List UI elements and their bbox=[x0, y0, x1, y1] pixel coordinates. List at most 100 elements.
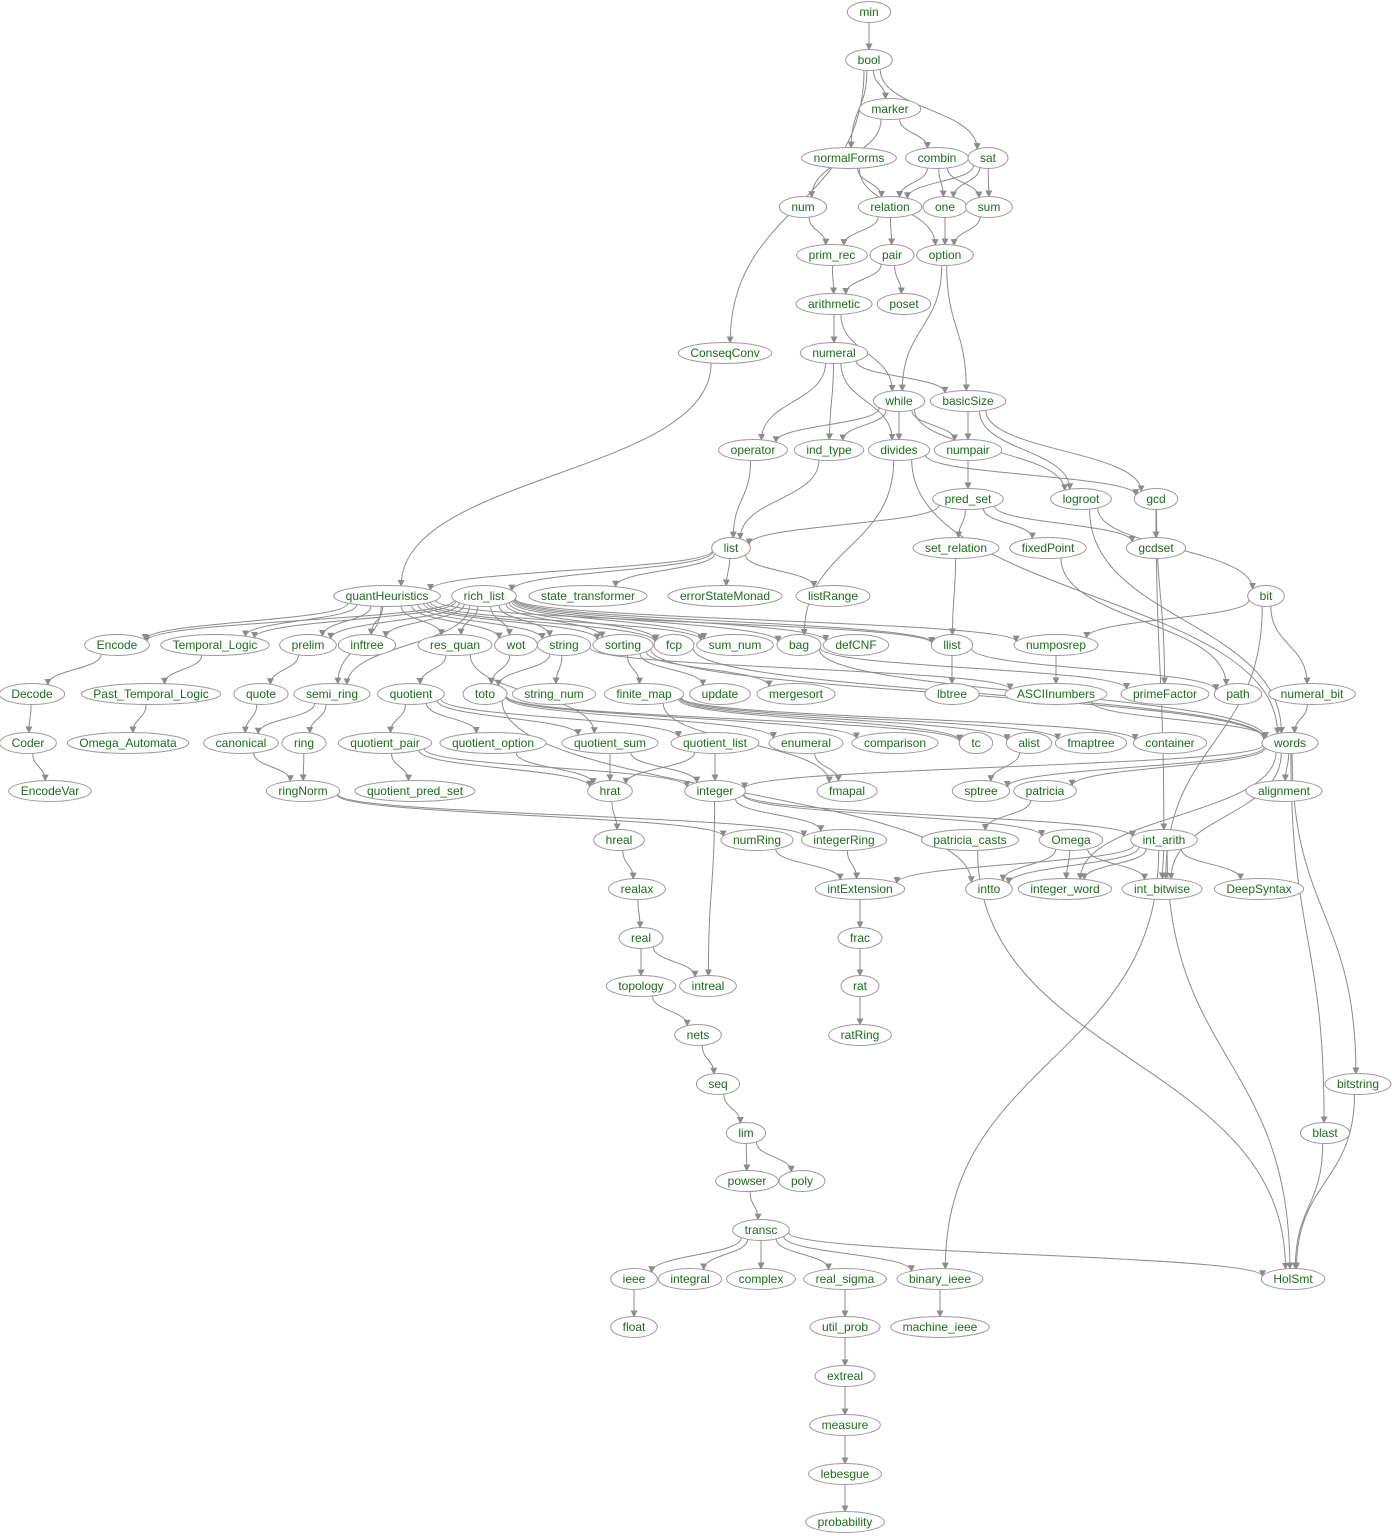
node-ellipse bbox=[528, 585, 648, 607]
edge-Temporal_Logic-Past_Temporal_Logic bbox=[161, 655, 203, 685]
node-ellipse bbox=[778, 196, 828, 218]
edge-bool-marker bbox=[872, 70, 889, 100]
edge-rich_list-res_quan bbox=[457, 606, 479, 636]
edge-numeral-operator bbox=[758, 363, 826, 441]
edge-ring-ringNorm bbox=[299, 753, 307, 782]
edge-quotient_list-hrat bbox=[622, 752, 696, 785]
node-ellipse bbox=[417, 634, 493, 656]
edge-pair-poset bbox=[894, 265, 905, 295]
node-label: numRing bbox=[733, 833, 781, 847]
node-ellipse bbox=[933, 439, 1003, 461]
node-ellipse bbox=[756, 683, 836, 705]
edge-list-errorStateMonad bbox=[722, 558, 731, 587]
node-ellipse bbox=[80, 683, 222, 705]
node-ellipse bbox=[1125, 537, 1187, 559]
node-label: path bbox=[1226, 687, 1249, 701]
edge-realax-real bbox=[636, 899, 644, 929]
node-ellipse bbox=[890, 1316, 990, 1338]
node-option: option bbox=[916, 244, 974, 266]
edge-sat-relation bbox=[904, 165, 974, 200]
node-ellipse bbox=[462, 683, 508, 705]
node-label: gcd bbox=[1146, 492, 1165, 506]
node-label: nets bbox=[687, 1028, 710, 1042]
node-label: words bbox=[1273, 736, 1306, 750]
node-complex: complex bbox=[726, 1268, 796, 1290]
edge-sum-option bbox=[950, 216, 981, 247]
node-ellipse bbox=[1261, 732, 1319, 754]
node-ellipse bbox=[1017, 878, 1113, 900]
node-label: lim bbox=[738, 1126, 753, 1140]
node-quotient_pred_set: quotient_pred_set bbox=[354, 780, 476, 802]
node-label: quotient_list bbox=[683, 736, 748, 750]
node-fixedPoint: fixedPoint bbox=[1009, 537, 1087, 559]
node-ellipse bbox=[795, 293, 873, 315]
edge-words-int_bitwise bbox=[1167, 752, 1282, 880]
node-label: inftree bbox=[350, 638, 384, 652]
edge-seq-lim bbox=[723, 1094, 744, 1124]
edge-bit-numeral_bit bbox=[1270, 606, 1311, 685]
node-label: prim_rec bbox=[809, 248, 856, 262]
node-intto: intto bbox=[965, 878, 1013, 900]
edge-divides-bag bbox=[800, 460, 895, 636]
node-ellipse bbox=[377, 683, 445, 705]
node-string_num: string_num bbox=[511, 683, 597, 705]
edge-hrat-hreal bbox=[611, 801, 621, 831]
edge-Omega-intto bbox=[999, 849, 1057, 882]
node-ellipse bbox=[924, 683, 980, 705]
node-ellipse bbox=[800, 829, 888, 851]
edge-real-intreal bbox=[652, 946, 699, 978]
edge-wot-toto bbox=[487, 654, 511, 685]
node-ellipse bbox=[801, 147, 897, 169]
edge-rich_list-numposrep bbox=[514, 598, 1020, 643]
edge-nets-seq bbox=[701, 1045, 718, 1075]
node-label: normalForms bbox=[814, 151, 885, 165]
edge-numeral_bit-words bbox=[1291, 704, 1308, 734]
node-state_transformer: state_transformer bbox=[528, 585, 648, 607]
node-ratRing: ratRing bbox=[828, 1024, 892, 1046]
edge-prelim-quote bbox=[266, 654, 299, 686]
node-ellipse bbox=[1004, 683, 1108, 705]
node-label: fcp bbox=[666, 638, 682, 652]
node-label: alist bbox=[1018, 736, 1040, 750]
node-wot: wot bbox=[494, 634, 538, 656]
node-list: list bbox=[711, 537, 751, 559]
edge-rich_list-inftree bbox=[382, 604, 465, 639]
edge-int_arith-DeepSyntax bbox=[1180, 848, 1244, 881]
node-label: relation bbox=[870, 200, 909, 214]
node-blast: blast bbox=[1299, 1122, 1351, 1144]
node-label: HolSmt bbox=[1273, 1272, 1313, 1286]
node-patricia: patricia bbox=[1013, 780, 1077, 802]
node-quantHeuristics: quantHeuristics bbox=[333, 585, 441, 607]
edge-numeral-ind_type bbox=[826, 363, 834, 441]
node-label: int_bitwise bbox=[1134, 882, 1190, 896]
node-ellipse bbox=[1268, 683, 1356, 705]
edge-quotient-quotient_list bbox=[440, 698, 682, 739]
edge-sorting-finite_map bbox=[627, 655, 643, 685]
node-label: string bbox=[549, 638, 578, 652]
node-rich_list: rich_list bbox=[451, 585, 517, 607]
edge-rich_list-Temporal_Logic bbox=[251, 600, 457, 639]
node-label: ratRing bbox=[841, 1028, 880, 1042]
edge-pair-arithmetic bbox=[842, 264, 882, 295]
edge-rich_list-sum_num bbox=[511, 601, 708, 640]
node-ellipse bbox=[695, 1073, 741, 1095]
node-ellipse bbox=[679, 975, 737, 997]
node-fcp: fcp bbox=[653, 634, 695, 656]
node-ellipse bbox=[337, 732, 433, 754]
node-relation: relation bbox=[857, 196, 923, 218]
node-label: Decode bbox=[11, 687, 53, 701]
node-label: fmaptree bbox=[1067, 736, 1115, 750]
node-ellipse bbox=[608, 878, 666, 900]
edge-words-bitstring bbox=[1291, 753, 1360, 1075]
node-label: primeFactor bbox=[1133, 687, 1197, 701]
node-label: marker bbox=[871, 102, 908, 116]
node-label: fixedPoint bbox=[1022, 541, 1075, 555]
node-label: topology bbox=[618, 979, 663, 993]
node-ellipse bbox=[776, 634, 822, 656]
node-prim_rec: prim_rec bbox=[796, 244, 868, 266]
node-ellipse bbox=[857, 196, 923, 218]
node-label: alignment bbox=[1258, 784, 1311, 798]
edge-sorting-mergesort bbox=[645, 651, 773, 688]
node-label: transc bbox=[745, 1223, 778, 1237]
edge-bitstring-HolSmt bbox=[1293, 1094, 1355, 1270]
